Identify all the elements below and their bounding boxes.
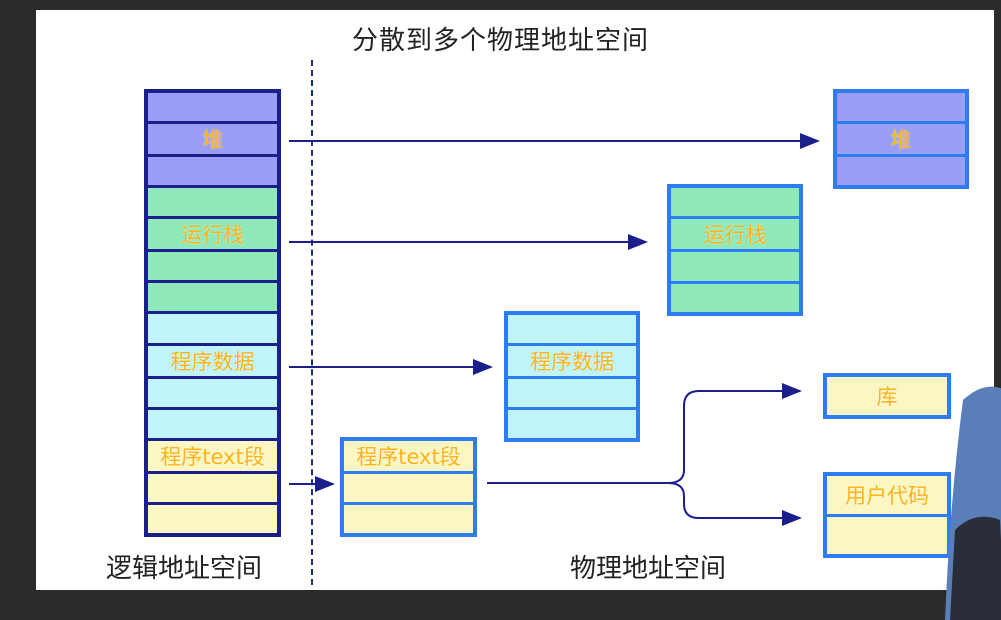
physical-user-code-cell: 用户代码	[827, 476, 947, 514]
physical-stack-block: 运行栈	[667, 184, 803, 316]
dashed-divider	[311, 60, 313, 585]
logical-text-cell: 程序text段	[148, 440, 277, 471]
logical-heap-cell: 堆	[148, 124, 277, 155]
logical-text-label: 程序text段	[160, 444, 265, 469]
logical-address-space-label: 逻辑地址空间	[106, 554, 263, 584]
physical-text-cell: 程序text段	[344, 441, 473, 471]
physical-text-block: 程序text段	[340, 437, 477, 537]
physical-heap-cell	[837, 157, 965, 185]
logical-data-cell: 程序数据	[148, 345, 277, 376]
physical-library-block: 库	[823, 373, 951, 419]
logical-heap-label: 堆	[202, 128, 223, 153]
logical-heap-cell	[148, 93, 277, 122]
physical-data-label: 程序数据	[530, 350, 614, 374]
physical-data-block: 程序数据	[504, 311, 640, 442]
physical-heap-block: 堆	[833, 89, 969, 189]
logical-data-cell	[148, 314, 277, 343]
logical-text-cell	[148, 504, 277, 533]
physical-heap-label: 堆	[890, 128, 912, 152]
physical-user-code-block: 用户代码	[823, 472, 951, 558]
diagram-title: 分散到多个物理地址空间	[351, 26, 649, 56]
logical-stack-cell	[148, 252, 277, 281]
logical-address-space-block: 堆 运行栈 程序数据 程序text段	[144, 89, 281, 537]
split-brace	[667, 390, 702, 519]
logical-heap-cell	[148, 157, 277, 186]
logical-stack-cell: 运行栈	[148, 219, 277, 250]
physical-text-cell	[344, 505, 473, 533]
physical-text-cell	[344, 474, 473, 502]
physical-data-cell	[508, 315, 636, 343]
physical-heap-cell: 堆	[837, 124, 965, 154]
logical-data-cell	[148, 409, 277, 438]
physical-address-space-label: 物理地址空间	[570, 554, 727, 584]
physical-library-cell: 库	[827, 377, 947, 415]
library-label: 库	[876, 385, 898, 409]
logical-stack-label: 运行栈	[181, 223, 244, 248]
physical-user-code-cell	[827, 516, 947, 554]
physical-data-cell: 程序数据	[508, 346, 636, 376]
physical-data-cell	[508, 379, 636, 407]
logical-data-label: 程序数据	[170, 349, 255, 374]
logical-stack-cell	[148, 188, 277, 217]
physical-stack-cell	[671, 283, 799, 312]
physical-stack-cell	[671, 252, 799, 281]
physical-stack-label: 运行栈	[703, 223, 767, 248]
logical-data-cell	[148, 378, 277, 407]
logical-text-cell	[148, 473, 277, 502]
presenter-silhouette	[945, 386, 1001, 620]
physical-stack-cell: 运行栈	[671, 219, 799, 250]
physical-heap-cell	[837, 93, 965, 121]
user-code-label: 用户代码	[845, 483, 929, 508]
logical-stack-cell	[148, 283, 277, 312]
physical-text-label: 程序text段	[356, 445, 461, 469]
physical-stack-cell	[671, 188, 799, 217]
physical-data-cell	[508, 410, 636, 438]
